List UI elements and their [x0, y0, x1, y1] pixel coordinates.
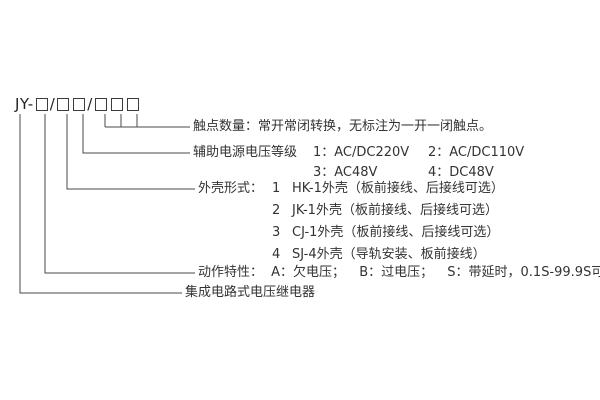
model-code-prefix: JY- [15, 95, 34, 113]
shell-connector-line [66, 114, 195, 190]
shell-option-3-num: 3 [272, 225, 281, 240]
aux-voltage-connector-line [82, 114, 190, 154]
contacts-connector-line [104, 114, 190, 128]
aux-voltage-label: 辅助电源电压等级 [193, 145, 298, 160]
action-label: 动作特性： [198, 265, 264, 280]
action-option-s: S：带延时，0.1S-99.9S可调 [447, 265, 600, 280]
contacts-annotation: 触点数量：常开常闭转换，无标注为一开一闭触点。 [193, 119, 493, 134]
aux-voltage-option-1: 1：AC/DC220V [313, 145, 410, 160]
aux-voltage-option-4: 4：DC48V [428, 165, 494, 180]
model-code-box-contact-2 [110, 97, 123, 111]
model-code-separator-2: / [87, 95, 93, 113]
shell-type-label: 外壳形式： [198, 181, 264, 196]
shell-option-row-4: 4 SJ-4外壳（导轨安装、板前接线） [272, 248, 486, 262]
model-code-box-action [35, 97, 48, 111]
action-connector-line [44, 114, 195, 274]
action-option-a: A：欠电压； [271, 265, 346, 280]
shell-option-row-3: 3 CJ-1外壳（板前接线、后接线可选） [272, 226, 499, 240]
shell-option-row-2: 2 JK-1外壳（板前接线、后接线可选） [272, 204, 498, 218]
model-code-separator-1: / [49, 95, 56, 113]
model-code: JY- / / [15, 95, 141, 113]
model-code-box-aux-voltage [73, 97, 86, 111]
product-connector-line [19, 114, 182, 294]
shell-option-row-1: 1 HK-1外壳（板前接线、后接线可选） [272, 182, 504, 196]
shell-option-4-num: 4 [272, 247, 281, 262]
shell-option-1-num: 1 [272, 181, 281, 196]
shell-option-4-text: SJ-4外壳（导轨安装、板前接线） [292, 247, 486, 262]
shell-option-2-text: JK-1外壳（板前接线、后接线可选） [292, 203, 498, 218]
shell-option-2-num: 2 [272, 203, 281, 218]
model-code-box-shell [57, 97, 70, 111]
aux-voltage-option-3: 3：AC48V [313, 165, 378, 180]
shell-option-3-text: CJ-1外壳（板前接线、后接线可选） [292, 225, 500, 240]
action-option-b: B：过电压； [359, 265, 434, 280]
model-code-box-contact-3 [126, 97, 139, 111]
model-code-box-contact-1 [94, 97, 107, 111]
aux-voltage-option-2: 2：AC/DC110V [428, 145, 525, 160]
action-annotation: 动作特性： A：欠电压； B：过电压； S：带延时，0.1S-99.9S可调 [198, 266, 600, 280]
product-name-label: 集成电路式电压继电器 [185, 285, 316, 300]
shell-option-1-text: HK-1外壳（板前接线、后接线可选） [292, 181, 504, 196]
